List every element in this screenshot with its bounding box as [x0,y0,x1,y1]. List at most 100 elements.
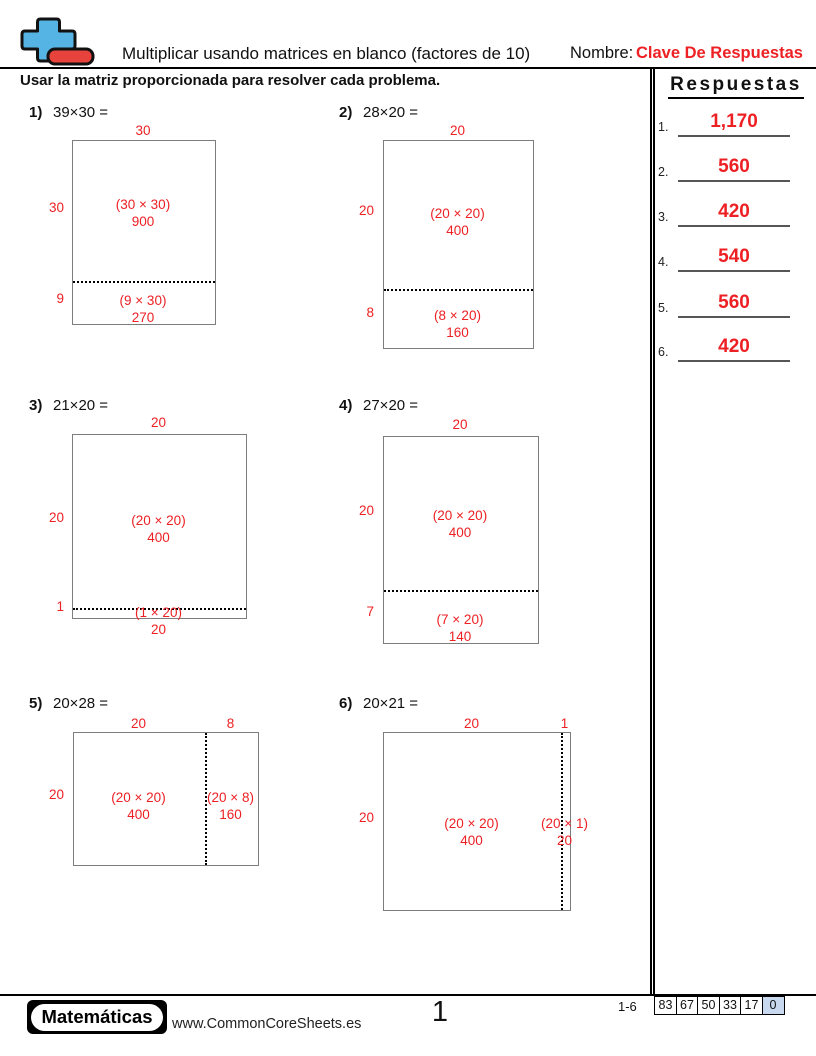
area-model-box [383,732,571,911]
cell-text: (8 × 20) 160 [383,307,532,341]
problem-1: 1) 39×30 = 30 30 9 (30 × 30) 900 (9 × 30… [20,100,320,345]
answer-value: 540 [718,246,750,267]
answer-item-4: 4. 540 [656,244,806,272]
problem-expression: 20×21 = [363,695,419,712]
answer-line [678,135,790,137]
page-number: 1 [431,996,449,1028]
side-factor-label: 8 [366,305,374,320]
problem-5: 5) 20×28 = 20 8 20 (20 × 20) 400 (20 × 8… [20,690,320,880]
answer-number: 5. [658,301,669,315]
problem-4: 4) 27×20 = 20 20 7 (20 × 20) 400 (7 × 20… [330,393,630,658]
cell-formula: (20 × 20) [111,790,166,805]
cell-formula: (7 × 20) [436,612,484,627]
cell-text: (20 × 20) 400 [73,789,204,823]
top-factor-label: 20 [130,716,147,731]
problem-number: 1) [29,104,43,121]
answer-item-1: 1. 1,170 [656,109,806,137]
cell-formula: (30 × 30) [115,197,171,212]
cell-product: 20 [556,833,573,848]
side-factor-label: 20 [358,503,374,518]
top-factor-label: 30 [135,123,151,138]
problem-expression: 27×20 = [363,397,419,414]
cell-formula: (1 × 20) [135,605,182,620]
problem-expression: 39×30 = [53,104,109,121]
area-model-box [383,436,539,644]
answer-number: 3. [658,210,669,224]
worksheet-title: Multiplicar usando matrices en blanco (f… [122,44,531,63]
cell-formula: (8 × 20) [434,308,481,323]
cell-formula: (20 × 20) [432,508,488,523]
dotted-divider [561,733,563,910]
cell-product: 400 [147,530,170,545]
area-model-box [72,140,216,325]
cell-formula: (20 × 20) [131,513,186,528]
answers-title: Respuestas [668,74,804,99]
answer-number: 2. [658,165,669,179]
answer-value: 420 [718,201,750,222]
cell-product: 900 [131,214,155,229]
area-model-box [73,732,259,866]
problem-2: 2) 28×20 = 20 20 8 (20 × 20) 400 (8 × 20… [330,100,630,360]
answers-panel-header: Respuestas [656,74,816,99]
cell-product: 400 [446,223,469,238]
cell-product: 270 [131,310,155,325]
cell-product: 400 [460,833,483,848]
cell-product: 400 [127,807,150,822]
score-cell: 67 [675,996,699,1015]
answer-item-3: 3. 420 [656,199,806,227]
top-factor-label: 20 [449,123,466,138]
dotted-divider [205,733,207,865]
top-factor-label: 20 [452,417,468,432]
area-model-box [72,434,247,619]
score-cell: 83 [654,996,677,1015]
problem-number: 2) [339,104,353,121]
cell-product: 400 [448,525,472,540]
footer-divider [0,994,816,996]
brand-logo: Matemáticas [27,1000,167,1034]
cell-text: (20 × 20) 400 [383,507,537,541]
answer-line [678,360,790,362]
problem-number: 3) [29,397,43,414]
side-factor-label: 20 [358,810,374,825]
side-factor-label: 1 [56,599,64,614]
side-factor-label: 7 [366,604,374,619]
problem-number: 4) [339,397,353,414]
score-cell: 33 [718,996,742,1015]
brand-name: Matemáticas [31,1003,163,1031]
dotted-divider [73,281,215,283]
answer-value: 560 [718,156,750,177]
problem-expression: 21×20 = [53,397,109,414]
cell-product: 20 [150,622,167,637]
website-link: www.CommonCoreSheets.es [172,1016,362,1032]
side-factor-label: 30 [48,200,64,215]
cell-text: (9 × 30) 270 [72,292,214,326]
problem-expression: 20×28 = [53,695,109,712]
name-label: Nombre: [570,44,634,62]
score-cell: 17 [740,996,763,1015]
name-value: Clave De Respuestas [636,44,803,62]
cell-formula: (20 × 1) [541,816,588,831]
cell-text: (20 × 1) 20 [541,815,588,849]
side-factor-label: 20 [48,787,64,802]
problem-number: 6) [339,695,353,712]
cell-text: (20 × 8) 160 [204,789,257,823]
cell-text: (20 × 20) 400 [72,512,245,546]
header-divider [0,67,816,69]
cell-formula: (20 × 20) [430,206,485,221]
answer-line [678,316,790,318]
cell-formula: (9 × 30) [119,293,167,308]
cell-text: (7 × 20) 140 [383,611,537,645]
answer-item-6: 6. 420 [656,334,806,362]
instruction-text: Usar la matriz proporcionada para resolv… [20,72,441,89]
problem-3: 3) 21×20 = 20 20 1 (20 × 20) 400 (1 × 20… [20,393,320,653]
answer-value: 420 [718,336,750,357]
score-range-label: 1-6 [618,999,637,1014]
answer-number: 1. [658,120,669,134]
score-cell: 50 [697,996,720,1015]
cell-text: (20 × 20) 400 [383,205,532,239]
answer-number: 6. [658,345,669,359]
plus-minus-icon [20,17,95,66]
answer-number: 4. [658,255,669,269]
answer-line [678,270,790,272]
